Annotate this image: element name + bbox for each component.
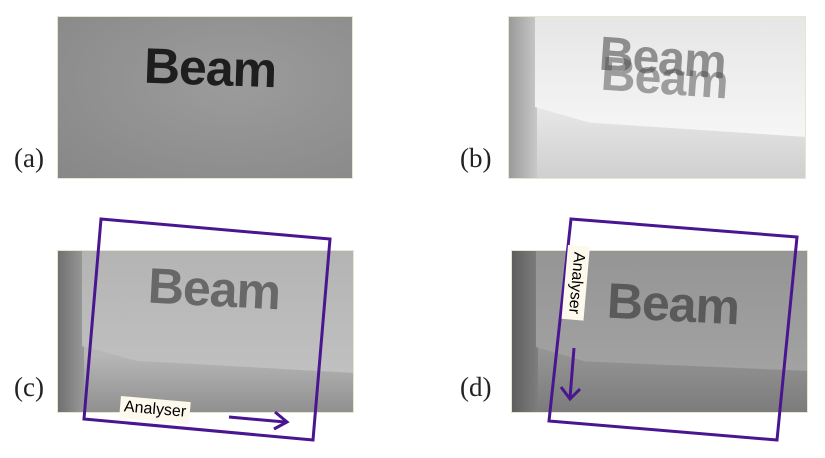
crystal-block <box>535 17 805 137</box>
analyser-frame-c <box>82 217 332 442</box>
panel-a-photo: Beam <box>57 16 353 179</box>
crystal-block <box>82 251 353 373</box>
analyser-frame-d <box>547 217 799 442</box>
arrow-down-icon <box>559 347 582 402</box>
crystal-shadow <box>58 251 84 412</box>
panel-label-b: (b) <box>460 143 492 173</box>
panel-label-d: (d) <box>460 372 492 402</box>
arrow-right-icon <box>228 410 290 431</box>
crystal-shadow <box>512 251 538 412</box>
panel-b-photo: Beam Beam <box>508 16 806 179</box>
panel-label-c: (c) <box>14 372 44 402</box>
panel-c-photo: Beam <box>57 250 354 413</box>
panel-label-a: (a) <box>14 143 44 173</box>
crystal-shadow <box>509 17 537 178</box>
